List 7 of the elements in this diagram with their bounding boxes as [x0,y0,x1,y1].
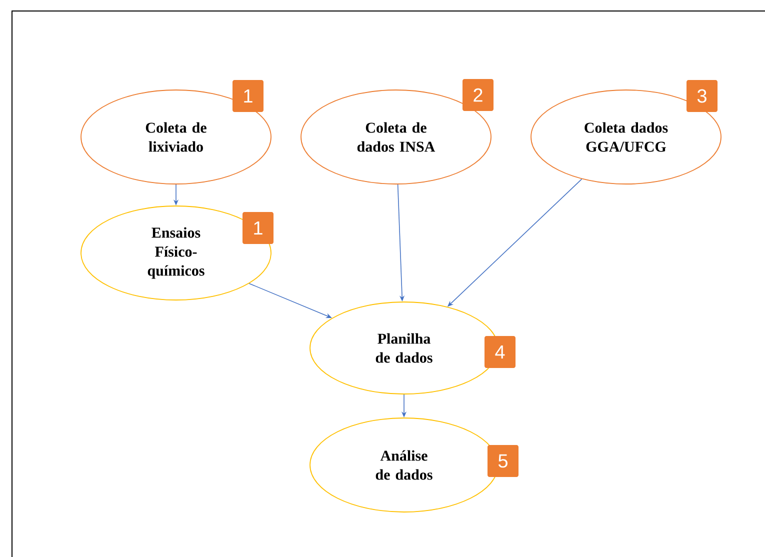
number-badge: 2 [462,79,494,111]
number-badge: 4 [484,336,516,368]
number-badge: 3 [686,80,718,112]
ellipse-node: Análise de dados [310,418,498,512]
number-badge: 1 [232,80,264,112]
number-badge: 1 [242,212,274,244]
number-badge: 5 [488,445,518,477]
